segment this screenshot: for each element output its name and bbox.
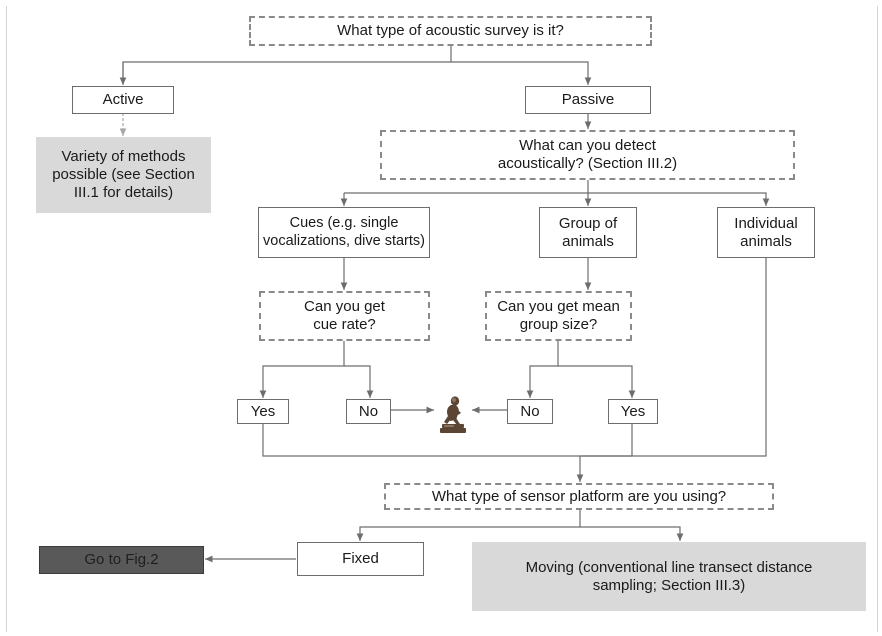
- node-cues: Cues (e.g. single vocalizations, dive st…: [258, 207, 430, 258]
- node-individual-animals: Individual animals: [717, 207, 815, 258]
- note-variety-methods: Variety of methods possible (see Section…: [36, 137, 211, 213]
- question-detect: What can you detect acoustically? (Secti…: [380, 130, 795, 180]
- connector-survey-split: [122, 45, 452, 84]
- connector-merge-platform: [262, 424, 632, 457]
- question-cue-rate: Can you get cue rate?: [259, 291, 430, 341]
- note-moving: Moving (conventional line transect dista…: [472, 542, 866, 611]
- answer-cue-no: No: [346, 399, 391, 424]
- connector-platform-split: [356, 510, 581, 541]
- answer-group-yes: Yes: [608, 399, 658, 424]
- figure-frame: [6, 6, 878, 632]
- question-sensor-platform: What type of sensor platform are you usi…: [384, 483, 774, 510]
- answer-group-no: No: [507, 399, 553, 424]
- node-group-animals: Group of animals: [539, 207, 637, 258]
- node-fixed: Fixed: [297, 542, 424, 576]
- answer-cue-yes: Yes: [237, 399, 289, 424]
- thinker-statue-icon: [440, 396, 466, 433]
- connector-detect-split: [344, 180, 589, 194]
- question-group-size: Can you get mean group size?: [485, 291, 632, 341]
- goto-fig2-box[interactable]: Go to Fig.2: [39, 546, 204, 574]
- connector-cuerate-split: [259, 341, 345, 398]
- question-survey-type: What type of acoustic survey is it?: [249, 16, 652, 46]
- node-active: Active: [72, 86, 174, 114]
- connector-groupsize-split: [526, 341, 559, 398]
- node-passive: Passive: [525, 86, 651, 114]
